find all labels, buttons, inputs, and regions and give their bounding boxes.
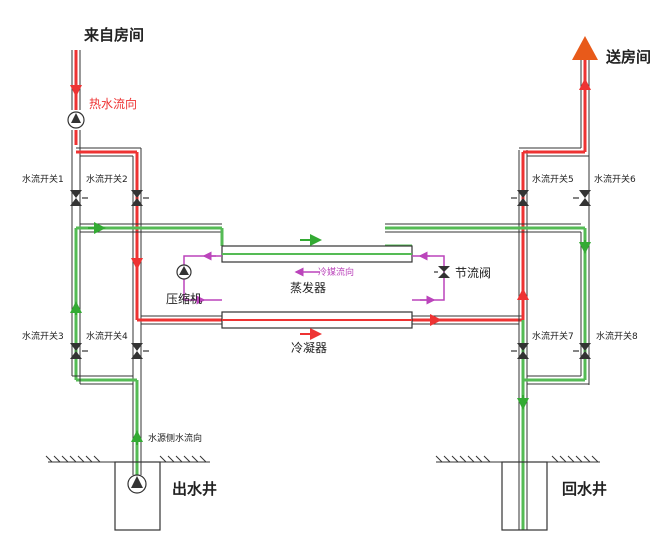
- to-room-label: 送房间: [605, 48, 651, 66]
- refrigerant-flow-label: 冷媒流向: [318, 266, 354, 278]
- throttle-valve-icon: [434, 266, 450, 278]
- throttle-valve-label: 节流阀: [455, 266, 491, 280]
- source-water-flow-label: 水源侧水流向: [148, 432, 202, 444]
- condenser-label: 冷凝器: [291, 340, 327, 355]
- right-hot-pipe: [517, 60, 591, 530]
- outlet-well: [114, 461, 161, 531]
- compressor-icon: [176, 264, 192, 280]
- return-well: [501, 461, 548, 531]
- ground-right: [435, 455, 600, 463]
- evaporator: [221, 234, 413, 263]
- from-room-label: 来自房间: [83, 26, 144, 44]
- valve-1-icon[interactable]: [70, 190, 88, 206]
- valve-8-icon[interactable]: [573, 343, 591, 359]
- valve-5-icon[interactable]: [511, 190, 529, 206]
- outlet-well-label: 出水井: [172, 480, 217, 498]
- valve-6-icon[interactable]: [573, 190, 591, 206]
- valve-6-label: 水流开关6: [594, 173, 636, 185]
- evaporator-label: 蒸发器: [290, 280, 326, 295]
- left-cold-pipe: [70, 222, 224, 475]
- compressor-label: 压缩机: [166, 291, 202, 306]
- condenser: [221, 311, 413, 340]
- ground-left: [45, 455, 210, 463]
- valve-5-label: 水流开关5: [532, 173, 574, 185]
- valve-2-icon[interactable]: [131, 190, 149, 206]
- valve-1-label: 水流开关1: [22, 173, 64, 185]
- to-room-arrow-icon: [572, 36, 598, 60]
- valve-7-label: 水流开关7: [532, 330, 574, 342]
- valve-4-label: 水流开关4: [86, 330, 128, 342]
- valve-7-icon[interactable]: [511, 343, 529, 359]
- well-pump-icon: [127, 474, 147, 494]
- valve-2-label: 水流开关2: [86, 173, 128, 185]
- valve-3-icon[interactable]: [70, 343, 88, 359]
- hot-pump-icon: [67, 111, 85, 129]
- valve-4-icon[interactable]: [131, 343, 149, 359]
- valve-3-label: 水流开关3: [22, 330, 64, 342]
- return-well-label: 回水井: [562, 480, 607, 498]
- hot-water-flow-label: 热水流向: [89, 96, 137, 111]
- hot-to-condenser: [137, 314, 523, 326]
- valve-8-label: 水流开关8: [596, 330, 638, 342]
